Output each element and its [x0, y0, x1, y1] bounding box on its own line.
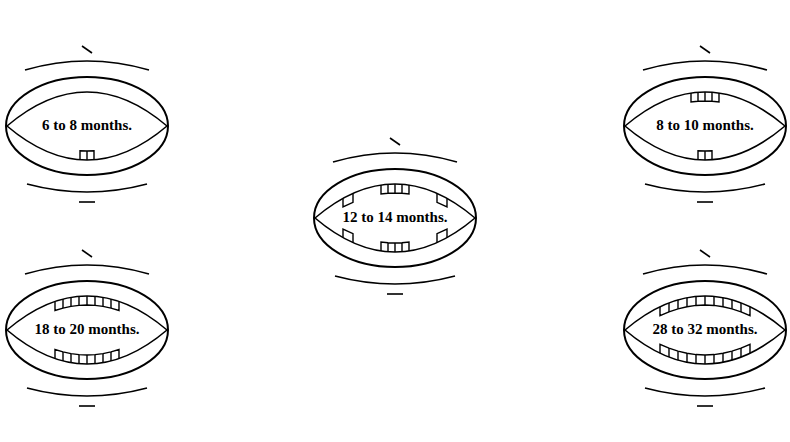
mouth-outline: 6 to 8 months.: [5, 76, 169, 176]
mouth-outline: 18 to 20 months.: [5, 280, 169, 380]
mouth-outline: 28 to 32 months.: [623, 280, 787, 380]
mouth-outline: 8 to 10 months.: [623, 76, 787, 176]
age-label: 12 to 14 months.: [342, 209, 447, 226]
age-label: 6 to 8 months.: [42, 117, 132, 134]
age-label: 28 to 32 months.: [652, 321, 757, 338]
age-label: 18 to 20 months.: [34, 321, 139, 338]
mouth-outline: 12 to 14 months.: [313, 168, 477, 268]
age-label: 8 to 10 months.: [656, 117, 754, 134]
